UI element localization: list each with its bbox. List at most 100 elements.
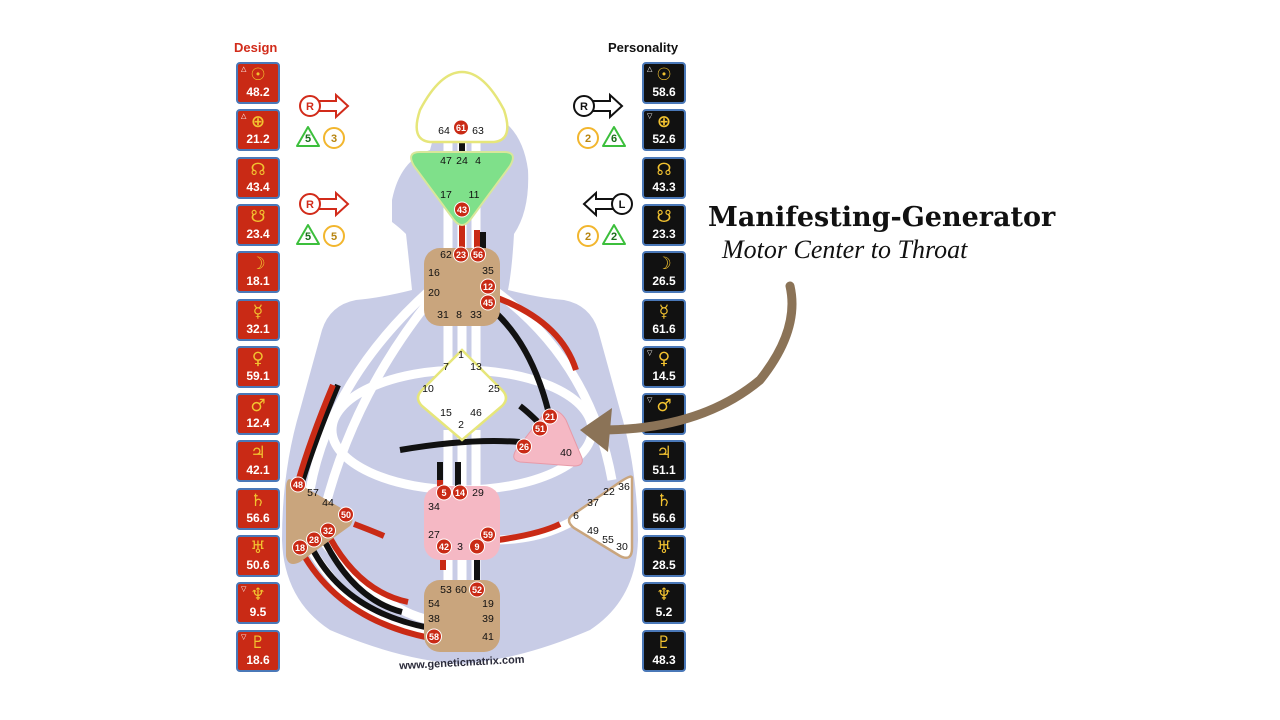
jupiter-icon: ♃ — [250, 443, 266, 464]
arrow-triangle-icon: ▽ — [241, 632, 247, 641]
gate-41: 41 — [482, 631, 494, 643]
gate-52: 52 — [472, 585, 482, 595]
gate-11: 11 — [469, 189, 480, 201]
ajna-center — [410, 151, 514, 226]
variable-number: 5 — [305, 133, 311, 145]
arrow-triangle-icon: ▽ — [647, 348, 653, 357]
gate-27: 27 — [428, 529, 440, 541]
design-planet-sun: △☉48.2 — [236, 62, 280, 104]
gate-46: 46 — [470, 407, 482, 419]
arrow-triangle-icon: ▽ — [647, 396, 653, 405]
active-gate-marker — [292, 539, 308, 556]
personality-planet-sun: △☉58.6 — [642, 62, 686, 104]
active-gate-marker — [542, 408, 558, 425]
personality-planet-moon: ☽26.5 — [642, 251, 686, 294]
variable-number: 5 — [305, 231, 311, 243]
design-planet-north-node: ☊43.4 — [236, 156, 280, 199]
sun-icon: ☉ — [656, 65, 672, 85]
south-node-icon: ☋ — [656, 206, 672, 227]
gate-37: 37 — [587, 497, 599, 509]
pointer-arrow — [580, 281, 797, 452]
moon-icon: ☽ — [250, 254, 266, 275]
design-column-title: Design — [234, 40, 278, 55]
arrow-triangle-icon: △ — [241, 65, 247, 73]
gate-31: 31 — [437, 309, 449, 321]
gate-35: 35 — [482, 265, 494, 277]
gate-line-value: 43.4 — [246, 179, 270, 194]
active-gate-marker — [436, 484, 452, 501]
gate-53: 53 — [440, 584, 452, 596]
gate-line-value: 52.6 — [652, 132, 676, 147]
arrow-icon — [586, 92, 624, 120]
saturn-icon: ♄ — [250, 490, 266, 511]
gate-16: 16 — [428, 267, 440, 279]
active-gate-marker — [480, 526, 496, 543]
gate-line-value: 18.6 — [246, 652, 270, 667]
gate-14: 14 — [455, 488, 465, 498]
solar-plexus-center — [567, 475, 634, 559]
gate-line-value: 28.5 — [652, 558, 676, 572]
g-center — [416, 348, 508, 442]
mars-icon: ♂ — [656, 396, 672, 417]
gate-40: 40 — [560, 447, 572, 459]
active-gate-marker — [469, 538, 485, 555]
gate-64: 64 — [438, 125, 450, 137]
gate-44: 44 — [322, 497, 334, 509]
gate-3: 3 — [457, 541, 463, 553]
active-gate-marker — [480, 278, 496, 295]
caption-subtitle: Motor Center to Throat — [722, 235, 968, 264]
design-planet-mars: ♂12.4 — [236, 393, 280, 436]
gate-line-value: 48.2 — [246, 85, 270, 99]
active-gate-marker — [480, 294, 496, 311]
caption-title: Manifesting-Generator — [708, 202, 1056, 233]
pluto-icon: ♇ — [656, 632, 672, 653]
gate-42: 42 — [439, 542, 449, 552]
active-gate-marker — [436, 538, 452, 555]
gate-2: 2 — [458, 419, 464, 431]
gate-43: 43 — [457, 205, 467, 215]
gate-36: 36 — [618, 481, 630, 493]
gate-8: 8 — [456, 309, 462, 321]
gate-23: 23 — [456, 250, 466, 260]
gate-54: 54 — [428, 598, 440, 610]
gate-6: 6 — [573, 510, 579, 522]
root-center — [424, 580, 500, 652]
variable-number: 2 — [611, 231, 617, 243]
design-planet-pluto: ▽♇18.6 — [236, 629, 280, 672]
gate-62: 62 — [440, 249, 452, 261]
gate-17: 17 — [440, 189, 452, 201]
gate-4: 4 — [475, 155, 481, 167]
gate-29: 29 — [472, 487, 484, 499]
moon-icon: ☽ — [656, 254, 672, 275]
gate-line-value: 56.6 — [652, 510, 676, 525]
active-gate-marker — [516, 438, 532, 455]
venus-icon: ♀ — [251, 348, 265, 369]
variable-number: 2 — [585, 133, 591, 145]
gate-12: 12 — [483, 282, 493, 292]
gate-25: 25 — [488, 383, 500, 395]
gate-line-value: 26.5 — [652, 274, 676, 289]
gate-28: 28 — [309, 535, 319, 545]
saturn-icon: ♄ — [656, 490, 672, 511]
earth-icon: ⊕ — [656, 112, 672, 133]
gate-line-value: 9.5 — [249, 605, 267, 620]
design-planet-neptune: ▽♆9.5 — [236, 582, 280, 625]
active-gate-marker — [532, 420, 548, 437]
gate-56: 56 — [473, 250, 483, 260]
mercury-icon: ☿ — [252, 301, 264, 322]
gate-7: 7 — [443, 361, 449, 373]
active-gate-marker — [453, 246, 469, 263]
gate-61: 61 — [456, 123, 466, 133]
gate-line-value: 12.4 — [246, 416, 270, 431]
personality-planet-neptune: ♆5.2 — [642, 582, 686, 625]
south-node-icon: ☋ — [250, 206, 266, 227]
personality-planet-north-node: ☊43.3 — [642, 156, 686, 199]
sun-icon: ☉ — [250, 65, 266, 85]
gate-57: 57 — [307, 487, 319, 499]
north-node-icon: ☊ — [250, 159, 266, 180]
gate-18: 18 — [295, 543, 305, 553]
